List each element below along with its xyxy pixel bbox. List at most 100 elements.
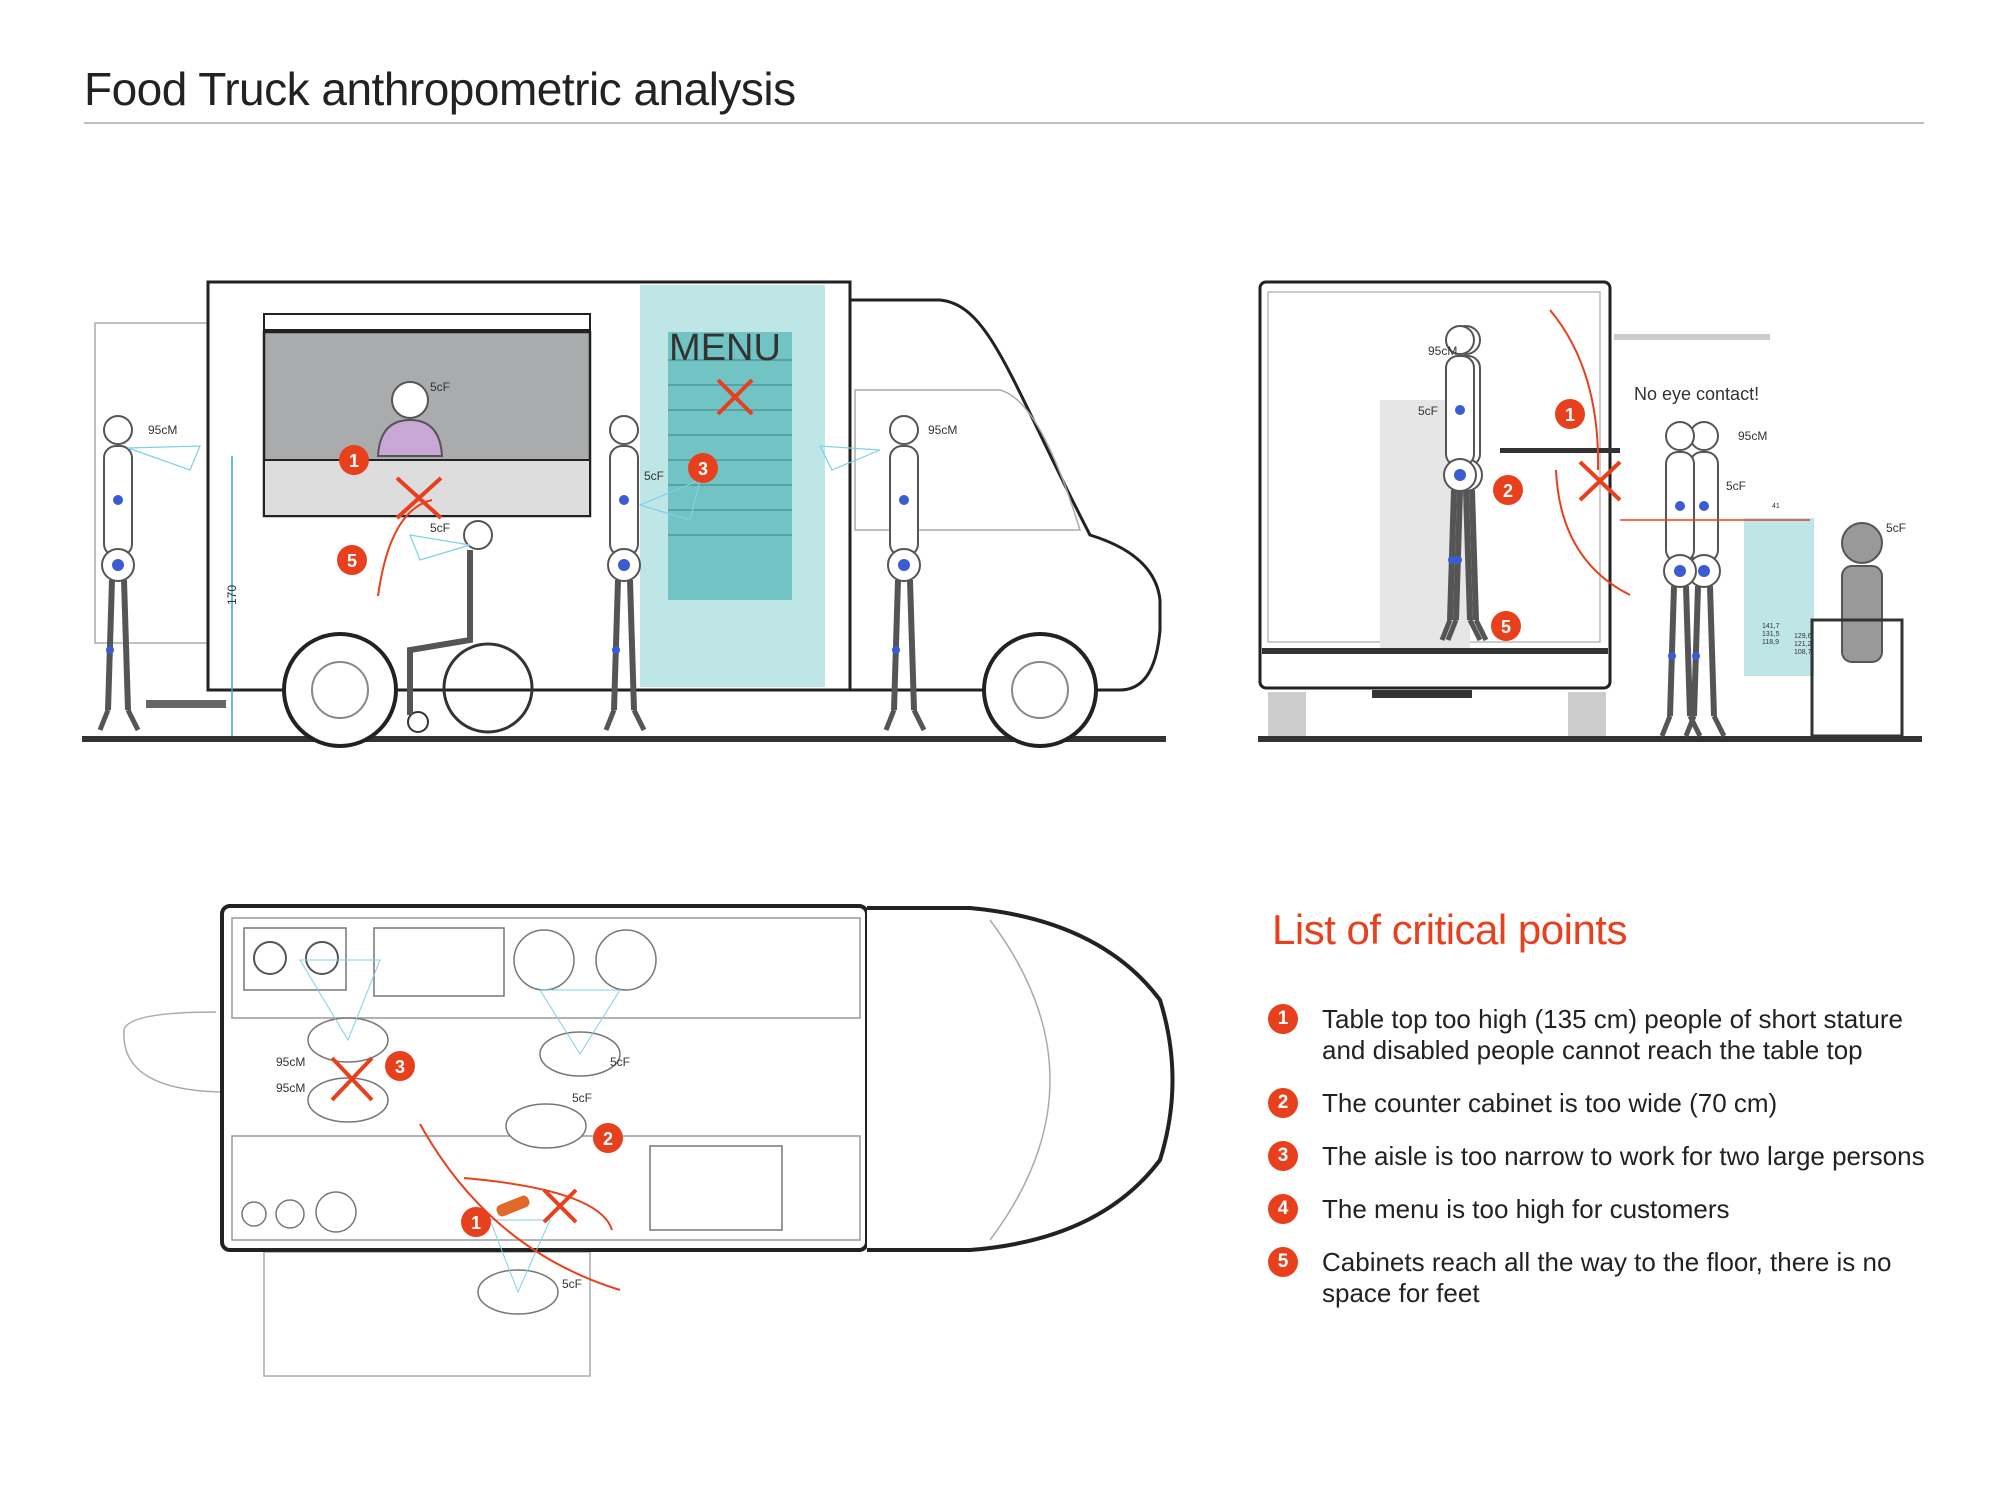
rear-bumper — [1372, 690, 1472, 698]
window-cross-mark — [395, 476, 443, 520]
plan-bottom-counter — [231, 1135, 861, 1241]
wheelchair-user-rear-head — [1841, 522, 1883, 564]
critical-point-badge: 1 — [1268, 1004, 1298, 1034]
rear-dim-1189: 118,9 — [1762, 639, 1779, 646]
side-badge-1: 1 — [339, 445, 369, 475]
svg-text:2: 2 — [1503, 481, 1513, 501]
plan-label-5cf-middle: 5cF — [572, 1091, 592, 1105]
plan-awning-arc — [123, 1011, 223, 1093]
svg-text:5: 5 — [347, 551, 357, 571]
seller-head — [391, 381, 429, 419]
ground-line — [82, 736, 1166, 742]
rear-view: No eye contact! 95cM 5cF 95cM 5cF 5cF 41… — [1258, 280, 1922, 742]
side-badge-5: 5 — [337, 545, 367, 575]
rear-dim-1296: 129,6 — [1794, 633, 1812, 640]
plan-label-95cm-bottom: 95cM — [276, 1081, 305, 1095]
reach-arc-rear-2 — [1555, 469, 1631, 596]
critical-point-badge: 5 — [1268, 1247, 1298, 1277]
truck-cab — [848, 298, 1162, 692]
svg-text:3: 3 — [395, 1057, 405, 1077]
rear-badge-1: 1 — [1555, 399, 1585, 429]
side-label-5cf-wheelchair: 5cF — [430, 521, 450, 535]
critical-point-item: 1 Table top too high (135 cm) people of … — [1268, 1004, 1928, 1066]
side-label-5cf-customer: 5cF — [644, 469, 664, 483]
rear-label-5cf-customer: 5cF — [1726, 479, 1746, 493]
window-awning — [263, 313, 591, 331]
critical-point-badge: 2 — [1268, 1088, 1298, 1118]
critical-point-badge: 3 — [1268, 1141, 1298, 1171]
plan-sink — [649, 1145, 783, 1231]
svg-text:1: 1 — [1565, 405, 1575, 425]
rear-dim-1315: 131,5 — [1762, 631, 1780, 638]
side-badge-3: 3 — [688, 453, 718, 483]
wheelchair-wheel — [442, 642, 534, 734]
side-view: MENU 170 95cM 5cF 5cF 5cF 9 — [82, 280, 1166, 748]
cab-window — [854, 389, 1082, 531]
rear-dim-1212: 121,2 — [1794, 641, 1812, 648]
plan-cross-counter — [542, 1188, 578, 1224]
side-label-5cf-seller: 5cF — [430, 380, 450, 394]
reach-arc-rear-1 — [1549, 309, 1600, 471]
rear-cross-mark — [1578, 460, 1622, 502]
critical-points-title: List of critical points — [1272, 906, 1627, 953]
plan-round-2 — [275, 1199, 305, 1229]
side-label-95cm-right: 95cM — [928, 423, 957, 437]
page-title: Food Truck anthropometric analysis — [84, 63, 796, 115]
svg-text:1: 1 — [349, 451, 359, 471]
critical-point-text: Table top too high (135 cm) people of sh… — [1322, 1004, 1904, 1065]
reach-zone — [1744, 518, 1814, 676]
plan-label-95cm-top: 95cM — [276, 1055, 305, 1069]
rear-ground-line — [1258, 736, 1922, 742]
rear-label-95cm-seller: 95cM — [1428, 344, 1457, 358]
menu-lines — [668, 359, 792, 536]
plan-cross-aisle — [330, 1056, 374, 1102]
svg-text:2: 2 — [603, 1129, 613, 1149]
wheelchair-rear — [1810, 618, 1904, 738]
title-divider — [84, 122, 1924, 124]
plan-truck-cab — [867, 906, 1175, 1252]
plan-counter-tool — [496, 1195, 530, 1217]
plan-view: 95cM 95cM 5cF 5cF 5cF 3 2 1 — [123, 904, 1175, 1377]
critical-point-item: 3 The aisle is too narrow to work for tw… — [1268, 1141, 1928, 1172]
seller-torso — [376, 418, 444, 457]
critical-point-item: 2 The counter cabinet is too wide (70 cm… — [1268, 1088, 1928, 1119]
critical-point-text: The counter cabinet is too wide (70 cm) — [1322, 1088, 1778, 1118]
plan-label-5cf-lower: 5cF — [562, 1277, 582, 1291]
plan-windshield — [989, 919, 1051, 1241]
rear-wheel-hub — [311, 661, 369, 719]
critical-point-text: Cabinets reach all the way to the floor,… — [1322, 1247, 1892, 1308]
rear-label-5cf-wheelchair: 5cF — [1886, 521, 1906, 535]
rear-badge-5: 5 — [1491, 611, 1521, 641]
rear-dim-1417: 141,7 — [1762, 623, 1780, 630]
plan-hob — [243, 927, 347, 991]
rear-dim-1087: 108,7 — [1794, 649, 1812, 656]
no-eye-contact-label: No eye contact! — [1634, 384, 1759, 404]
reach-arc-5 — [377, 499, 433, 597]
figure-customer-95cm — [100, 416, 138, 730]
plan-badge-1: 1 — [461, 1207, 491, 1237]
svg-text:3: 3 — [698, 459, 708, 479]
rear-dim-41: 41 — [1772, 503, 1780, 510]
plan-burner-1 — [253, 941, 287, 975]
critical-point-item: 5 Cabinets reach all the way to the floo… — [1268, 1247, 1928, 1309]
rear-badge-2: 2 — [1493, 475, 1523, 505]
menu-board — [668, 332, 792, 600]
rear-awning — [1614, 334, 1770, 340]
counter-shelf — [1500, 448, 1620, 453]
step — [146, 700, 226, 708]
plan-label-5cf-upper: 5cF — [610, 1055, 630, 1069]
svg-text:1: 1 — [471, 1213, 481, 1233]
height-dimension-label: 170 — [225, 585, 239, 605]
menu-label: MENU — [669, 327, 781, 369]
svg-text:5: 5 — [1501, 617, 1511, 637]
rear-wheel-left — [1268, 692, 1306, 736]
rear-floor — [1262, 648, 1608, 654]
wheelchair-user-rear-body — [1841, 565, 1883, 663]
wheelchair-user-body — [407, 550, 473, 715]
rear-wheel-right — [1568, 692, 1606, 736]
rear-label-95cm-customer: 95cM — [1738, 429, 1767, 443]
plan-burner-2 — [305, 941, 339, 975]
sight-lines — [127, 445, 881, 561]
wheelchair-caster — [407, 711, 429, 733]
